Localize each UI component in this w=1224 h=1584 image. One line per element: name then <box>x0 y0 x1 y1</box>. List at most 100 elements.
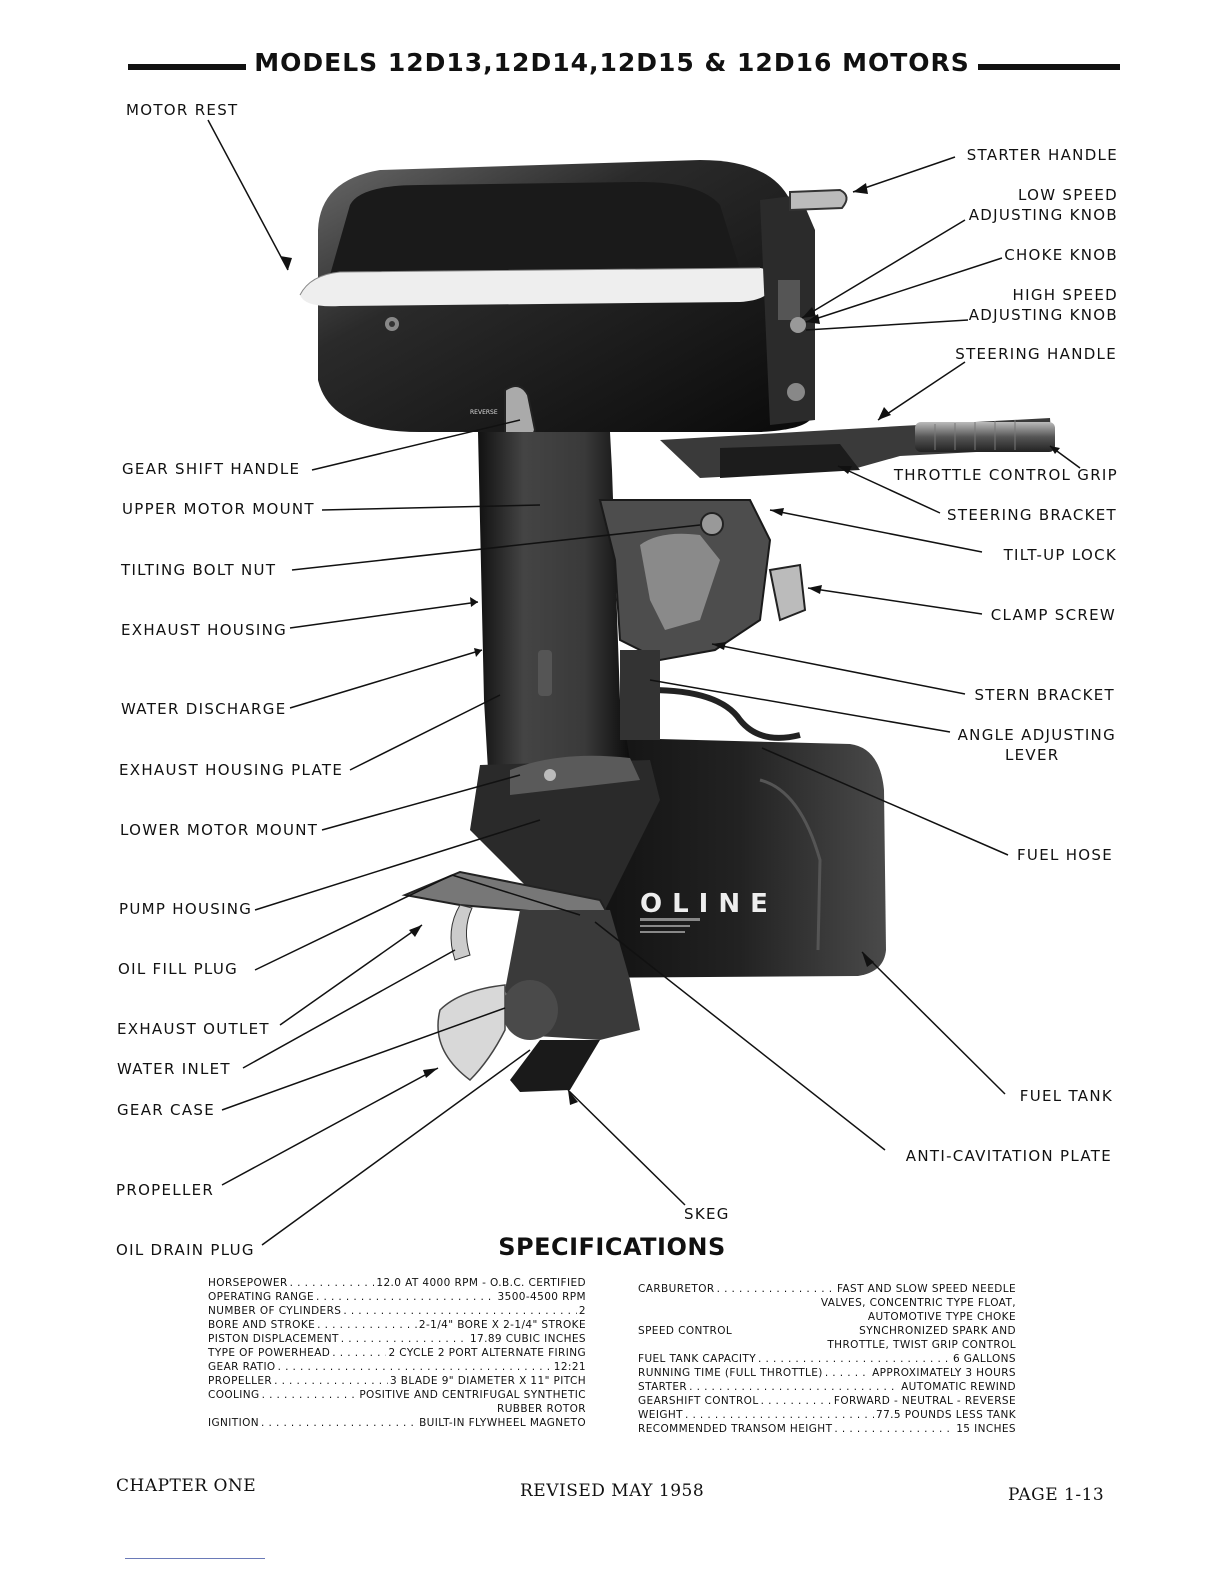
spec-leader-dots <box>685 1408 874 1422</box>
spec-value: 3 BLADE 9" DIAMETER X 11" PITCH <box>389 1375 586 1387</box>
spec-key: COOLING <box>208 1389 260 1401</box>
spec-value-continued: THROTTLE, TWIST GRIP CONTROL <box>827 1339 1016 1351</box>
specifications-right-column: CARBURETORFAST AND SLOW SPEED NEEDLEVALV… <box>638 1282 1016 1436</box>
spec-key: STARTER <box>638 1381 688 1393</box>
label-throttle-control-grip: THROTTLE CONTROL GRIP <box>893 466 1118 484</box>
spec-value: 3500-4500 RPM <box>497 1291 586 1303</box>
label-exhaust-outlet: EXHAUST OUTLET <box>117 1020 270 1038</box>
label-exhaust-housing: EXHAUST HOUSING <box>121 621 288 639</box>
label-gear-shift-handle: GEAR SHIFT HANDLE <box>122 460 301 478</box>
lower-unit-graphic <box>401 755 660 1092</box>
spec-value: BUILT-IN FLYWHEEL MAGNETO <box>419 1417 586 1429</box>
spec-leader-dots <box>341 1332 468 1346</box>
spec-value: APPROXIMATELY 3 HOURS <box>872 1367 1016 1379</box>
label-oil-drain-plug: OIL DRAIN PLUG <box>116 1241 255 1259</box>
label-clamp-screw: CLAMP SCREW <box>990 606 1116 624</box>
label-motor-rest: MOTOR REST <box>126 101 239 119</box>
spec-row: RECOMMENDED TRANSOM HEIGHT 15 INCHES <box>638 1422 1016 1436</box>
spec-value: 2 <box>578 1305 586 1317</box>
footer-chapter: CHAPTER ONE <box>116 1476 257 1496</box>
spec-leader-dots <box>343 1304 577 1318</box>
label-tilt-up-lock: TILT-UP LOCK <box>1003 546 1117 564</box>
spec-row: PISTON DISPLACEMENT17.89 CUBIC INCHES <box>208 1332 586 1346</box>
spec-key: FUEL TANK CAPACITY <box>638 1353 757 1365</box>
spec-leader-dots <box>761 1394 832 1408</box>
footer-underline <box>125 1558 265 1559</box>
spec-leader-dots <box>689 1380 899 1394</box>
spec-key: RUNNING TIME (FULL THROTTLE) <box>638 1367 823 1379</box>
label-angle-adjusting-lever: LEVER <box>1005 746 1060 764</box>
label-upper-motor-mount: UPPER MOTOR MOUNT <box>122 500 315 518</box>
spec-key: NUMBER OF CYLINDERS <box>208 1305 342 1317</box>
label-anti-cavitation-plate: ANTI-CAVITATION PLATE <box>905 1147 1112 1165</box>
spec-row: RUNNING TIME (FULL THROTTLE) APPROXIMATEL… <box>638 1366 1016 1380</box>
fuel-hose-graphic <box>649 687 801 741</box>
exhaust-housing-graphic <box>478 432 630 770</box>
label-tilting-bolt-nut: TILTING BOLT NUT <box>121 561 277 579</box>
label-high-speed-knob: ADJUSTING KNOB <box>968 306 1118 324</box>
spec-value: 12:21 <box>553 1361 586 1373</box>
spec-row: HORSEPOWER12.0 AT 4000 RPM - O.B.C. CERT… <box>208 1276 586 1290</box>
spec-leader-dots <box>332 1346 386 1360</box>
spec-key: HORSEPOWER <box>208 1277 288 1289</box>
spec-value-continued: RUBBER ROTOR <box>497 1403 586 1415</box>
spec-key: TYPE OF POWERHEAD <box>208 1347 331 1359</box>
spec-row: GEAR RATIO 12:21 <box>208 1360 586 1374</box>
label-exhaust-housing-plate: EXHAUST HOUSING PLATE <box>119 761 344 779</box>
spec-value: AUTOMATIC REWIND <box>901 1381 1016 1393</box>
spec-key: GEAR RATIO <box>208 1361 276 1373</box>
spec-row: IGNITIONBUILT-IN FLYWHEEL MAGNETO <box>208 1416 586 1430</box>
spec-value-continued: VALVES, CONCENTRIC TYPE FLOAT, <box>820 1297 1016 1309</box>
spec-leader-dots <box>717 1282 835 1296</box>
spec-value: 6 GALLONS <box>952 1353 1016 1365</box>
label-oil-fill-plug: OIL FILL PLUG <box>118 960 239 978</box>
label-lower-motor-mount: LOWER MOTOR MOUNT <box>120 821 319 839</box>
spec-key: RECOMMENDED TRANSOM HEIGHT <box>638 1423 833 1435</box>
motor-hood-graphic: REVERSE <box>299 160 848 432</box>
label-skeg: SKEG <box>684 1205 730 1223</box>
label-pump-housing: PUMP HOUSING <box>119 900 253 918</box>
spec-value: 2-1/4" BORE X 2-1/4" STROKE <box>418 1319 586 1331</box>
spec-key: PISTON DISPLACEMENT <box>208 1333 339 1345</box>
label-steering-handle: STEERING HANDLE <box>955 345 1117 363</box>
spec-value: 2 CYCLE 2 PORT ALTERNATE FIRING <box>388 1347 586 1359</box>
spec-leader-dots <box>261 1416 417 1430</box>
label-angle-adjusting: ANGLE ADJUSTING <box>957 726 1116 744</box>
spec-key: BORE AND STROKE <box>208 1319 316 1331</box>
spec-row: GEARSHIFT CONTROLFORWARD - NEUTRAL - REV… <box>638 1394 1016 1408</box>
spec-leader-dots <box>758 1352 951 1366</box>
spec-leader-dots <box>317 1318 417 1332</box>
spec-leader-dots <box>278 1360 552 1374</box>
leader-arrowheads <box>280 183 1060 1105</box>
spec-row: PROPELLER3 BLADE 9" DIAMETER X 11" PITCH <box>208 1374 586 1388</box>
label-steering-bracket: STEERING BRACKET <box>947 506 1117 524</box>
tank-logo-text: OLINE <box>640 889 778 919</box>
spec-key: GEARSHIFT CONTROL <box>638 1395 759 1407</box>
label-fuel-tank: FUEL TANK <box>1019 1087 1113 1105</box>
spec-row: COOLING POSITIVE AND CENTRIFUGAL SYNTHETI… <box>208 1388 586 1402</box>
label-choke-knob: CHOKE KNOB <box>1004 246 1118 264</box>
spec-row: WEIGHT77.5 POUNDS LESS TANK <box>638 1408 1016 1422</box>
label-low-speed-knob: ADJUSTING KNOB <box>968 206 1118 224</box>
spec-leader-dots <box>834 1422 954 1436</box>
stern-bracket-graphic <box>598 499 807 740</box>
label-starter-handle: STARTER HANDLE <box>966 146 1118 164</box>
spec-value: POSITIVE AND CENTRIFUGAL SYNTHETIC <box>359 1389 586 1401</box>
leader-lines <box>207 119 1081 1246</box>
spec-row: NUMBER OF CYLINDERS 2 <box>208 1304 586 1318</box>
label-gear-case: GEAR CASE <box>117 1101 215 1119</box>
label-low-speed: LOW SPEED <box>1017 186 1118 204</box>
spec-value: SYNCHRONIZED SPARK AND <box>859 1325 1016 1337</box>
label-fuel-hose: FUEL HOSE <box>1017 846 1113 864</box>
spec-value: 15 INCHES <box>956 1423 1016 1435</box>
spec-key: CARBURETOR <box>638 1283 715 1295</box>
spec-leader-dots <box>262 1388 358 1402</box>
header-rule-left <box>128 64 318 70</box>
svg-text:REVERSE: REVERSE <box>470 409 498 416</box>
label-stern-bracket: STERN BRACKET <box>974 686 1115 704</box>
spec-key: OPERATING RANGE <box>208 1291 314 1303</box>
page-title: MODELS 12D13,12D14,12D15 & 12D16 MOTORS <box>0 48 1224 77</box>
label-propeller: PROPELLER <box>116 1181 215 1199</box>
